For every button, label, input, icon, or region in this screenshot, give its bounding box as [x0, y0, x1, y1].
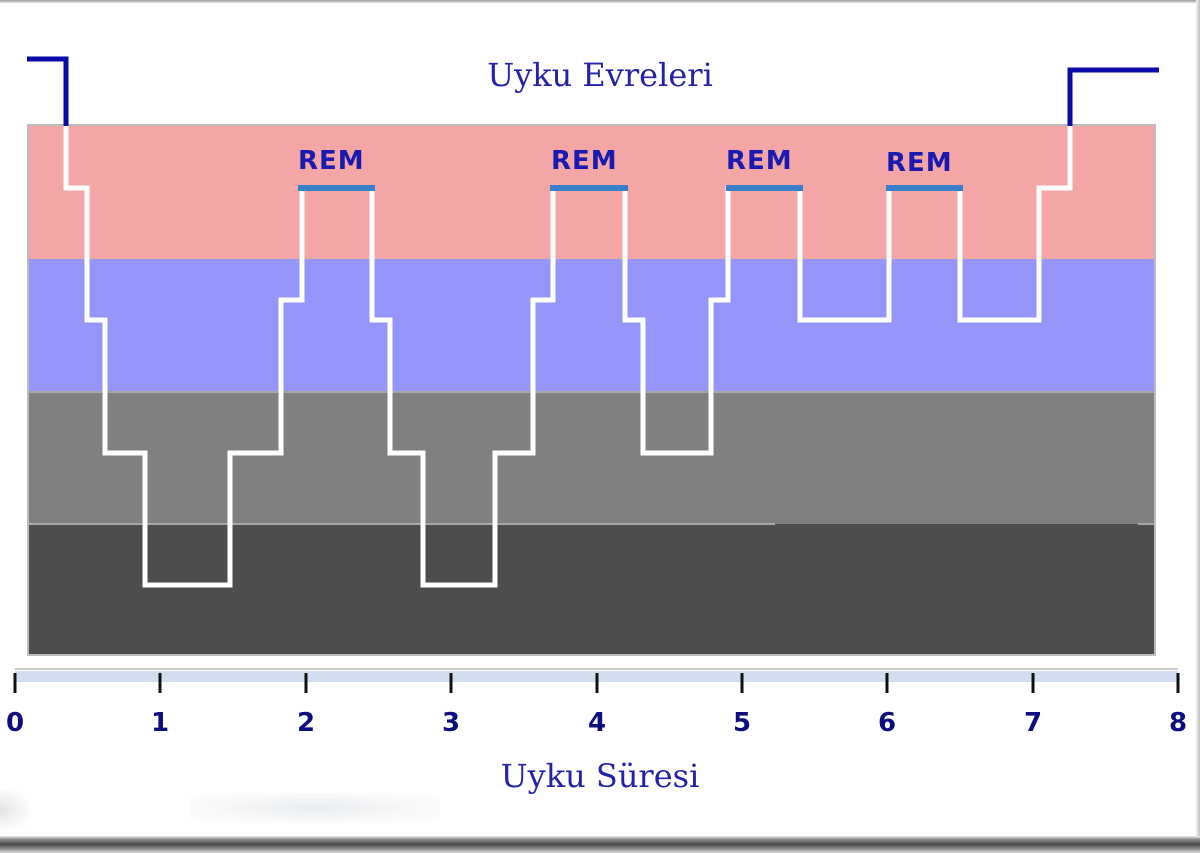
rem-label: REM [551, 146, 618, 176]
rem-bar [298, 185, 375, 191]
chart-title: Uyku Evreleri [487, 56, 713, 94]
sleep-stage-path [63, 126, 1073, 588]
band-stage4 [29, 524, 1154, 654]
band-rem-stage1 [29, 126, 1154, 259]
rem-label: REM [886, 148, 953, 178]
x-tick-label: 6 [877, 708, 897, 738]
awake-line-start [27, 56, 69, 126]
x-axis-ticks [13, 673, 1180, 693]
x-tick-label: 2 [296, 708, 316, 738]
x-tick-label: 7 [1023, 708, 1043, 738]
x-tick-label: 5 [732, 708, 752, 738]
band-stage2 [29, 259, 1154, 392]
x-tick-label: 8 [1168, 708, 1188, 738]
rem-bar [550, 185, 628, 191]
rem-label: REM [298, 146, 365, 176]
rem-bar [726, 185, 803, 191]
x-tick-label: 0 [5, 708, 25, 738]
decorative-smudge [190, 793, 440, 823]
rem-label: REM [726, 146, 793, 176]
rem-bar [886, 185, 963, 191]
window-frame-bottom [0, 836, 1200, 853]
window-frame-right [1196, 0, 1200, 836]
x-tick-label: 3 [441, 708, 461, 738]
x-tick-label: 4 [587, 708, 607, 738]
x-tick-label: 1 [150, 708, 170, 738]
awake-line-end [1067, 67, 1159, 126]
x-axis-title: Uyku Süresi [500, 757, 700, 795]
window-frame-top [0, 0, 1200, 3]
band-stage3 [29, 392, 1154, 524]
decorative-smudge [0, 790, 30, 830]
